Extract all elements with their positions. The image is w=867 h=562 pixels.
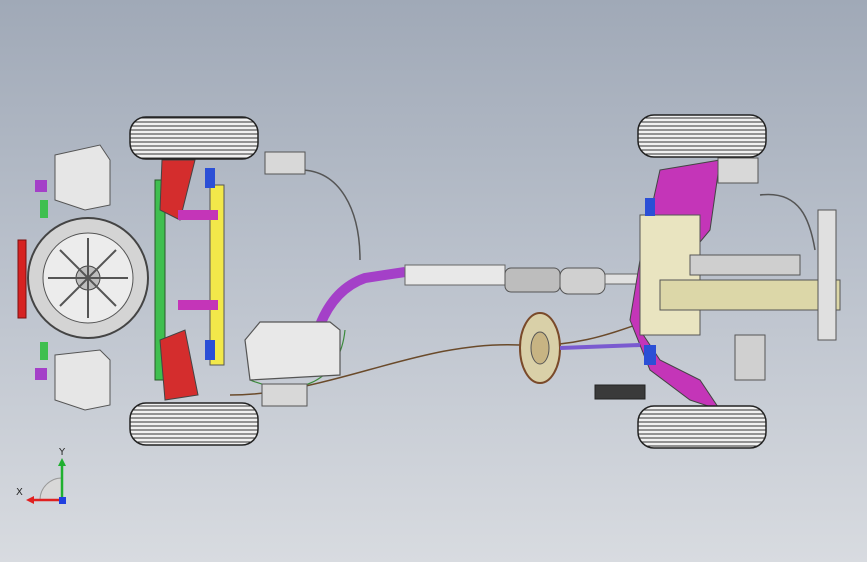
- x-axis-label: X: [16, 487, 23, 498]
- rear-subframe: [154, 159, 225, 401]
- spare-wheel: [27, 217, 149, 339]
- rear-right-tire: [129, 402, 259, 446]
- front-subframe: [594, 157, 841, 411]
- coordinate-triad: X Y: [16, 447, 66, 504]
- front-right-tire: [637, 405, 767, 449]
- front-left-tire: [637, 114, 767, 158]
- muffler-left: [17, 144, 111, 411]
- exhaust-system: [315, 264, 646, 327]
- y-axis-label: Y: [58, 447, 66, 458]
- rear-brackets: [261, 151, 308, 407]
- rear-left-tire: [129, 116, 259, 160]
- rear-differential: [519, 312, 641, 384]
- fuel-tank: [244, 321, 341, 381]
